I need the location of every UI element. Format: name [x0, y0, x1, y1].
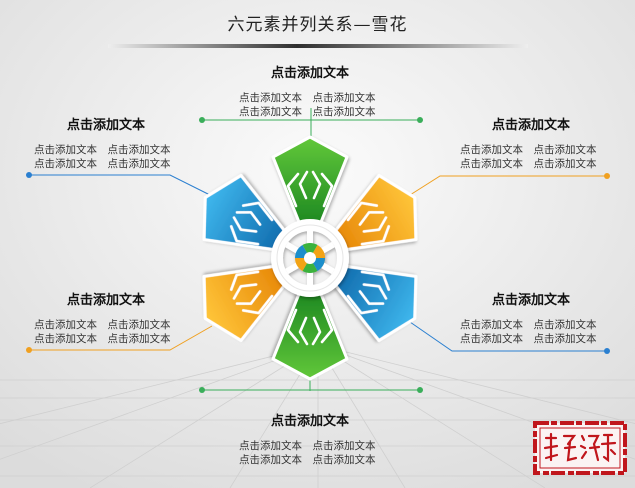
block-lower-right-heading: 点击添加文本 — [491, 293, 570, 308]
dot-lower-left — [26, 347, 32, 353]
block-upper-left-line-1: 点击添加文本 点击添加文本 — [34, 144, 171, 156]
block-upper-left-line-2: 点击添加文本 点击添加文本 — [34, 158, 171, 170]
block-lower-right-line-2: 点击添加文本 点击添加文本 — [460, 333, 597, 345]
page-title: 六元素并列关系—雪花 — [227, 15, 408, 35]
dot-upper-left — [26, 172, 32, 178]
block-bottom-line-1: 点击添加文本 点击添加文本 — [239, 440, 376, 452]
connector-lower-left — [29, 325, 213, 351]
dot-top-left — [199, 117, 205, 123]
block-lower-right-line-1: 点击添加文本 点击添加文本 — [460, 319, 597, 331]
block-lower-left-heading: 点击添加文本 — [66, 293, 145, 308]
petal-upper-left — [202, 173, 286, 252]
block-upper-right-heading: 点击添加文本 — [491, 118, 570, 133]
dot-bottom-right — [417, 387, 423, 393]
block-upper-right-line-2: 点击添加文本 点击添加文本 — [460, 158, 597, 170]
block-top-line-2: 点击添加文本 点击添加文本 — [239, 106, 376, 118]
block-lower-left-line-2: 点击添加文本 点击添加文本 — [34, 333, 171, 345]
block-upper-right-line-1: 点击添加文本 点击添加文本 — [460, 144, 597, 156]
seal-stamp — [533, 421, 627, 475]
dot-lower-right — [604, 348, 610, 354]
block-lower-left-line-1: 点击添加文本 点击添加文本 — [34, 319, 171, 331]
dot-top-right — [417, 117, 423, 123]
petal-bottom — [271, 292, 349, 381]
block-upper-left-heading: 点击添加文本 — [66, 118, 145, 133]
block-bottom-line-2: 点击添加文本 点击添加文本 — [239, 454, 376, 466]
connector-upper-left — [29, 174, 213, 197]
block-bottom-heading: 点击添加文本 — [270, 414, 349, 429]
block-top-heading: 点击添加文本 — [270, 66, 349, 81]
petal-top — [271, 135, 349, 224]
petal-lower-left — [202, 264, 286, 343]
block-top-line-1: 点击添加文本 点击添加文本 — [239, 92, 376, 104]
dot-upper-right — [604, 173, 610, 179]
center-hub — [271, 219, 349, 297]
connector-lower-right — [409, 321, 607, 352]
dot-bottom-left — [199, 387, 205, 393]
connector-upper-right — [409, 175, 607, 196]
